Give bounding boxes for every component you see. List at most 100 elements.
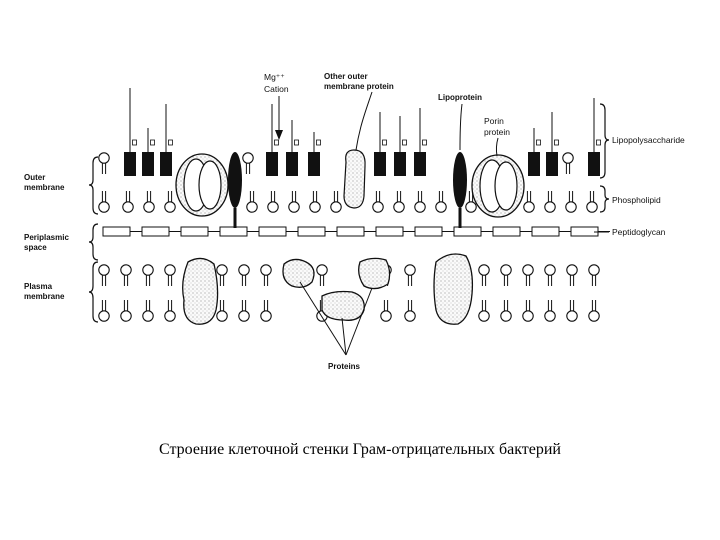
other-outer-membrane-protein-label: Other outer membrane protein xyxy=(324,72,394,91)
plasma-membrane-protein xyxy=(433,253,474,325)
lps-lipid-a xyxy=(266,152,278,176)
phospholipid-head xyxy=(478,264,490,276)
phospholipid-label: Phospholipid xyxy=(612,195,661,205)
lps-lipid-a xyxy=(414,152,426,176)
peptidoglycan-unit xyxy=(141,226,170,237)
phospholipid-head xyxy=(500,264,512,276)
proteins-pointer-3 xyxy=(345,287,373,356)
phospholipid xyxy=(565,191,577,213)
lipopolysaccharide xyxy=(124,88,137,176)
lipopolysaccharide xyxy=(546,112,559,176)
phospholipid xyxy=(267,191,279,213)
phospholipid-head xyxy=(164,310,176,322)
phospholipid-head xyxy=(120,310,132,322)
phospholipid-head xyxy=(330,201,342,213)
phospholipid xyxy=(588,300,600,322)
lps-lipid-a xyxy=(124,152,136,176)
phospholipid-head xyxy=(478,310,490,322)
phospholipid-head xyxy=(380,310,392,322)
phospholipid xyxy=(404,264,416,286)
phospholipid-head xyxy=(404,310,416,322)
phospholipid xyxy=(260,264,272,286)
phospholipid-head xyxy=(565,201,577,213)
lps-sugar xyxy=(402,139,407,146)
top-labels: Mg⁺⁺ Cation Other outer membrane protein… xyxy=(264,72,510,157)
periplasmic-space-brace xyxy=(88,223,99,261)
lps-sugar xyxy=(422,139,427,146)
phospholipid-head xyxy=(522,264,534,276)
phospholipid xyxy=(120,300,132,322)
lipopolysaccharide-group xyxy=(124,88,601,176)
lps-sugar xyxy=(294,139,299,146)
lps-sugar xyxy=(316,139,321,146)
lps-lipid-a xyxy=(546,152,558,176)
peptidoglycan-unit xyxy=(570,226,599,237)
lipoprotein-label: Lipoprotein xyxy=(438,93,482,102)
lps-sugar xyxy=(536,139,541,146)
lps-lipid-a xyxy=(160,152,172,176)
phospholipid-head xyxy=(544,264,556,276)
peptidoglycan-unit xyxy=(180,226,209,237)
phospholipid-head xyxy=(216,264,228,276)
phospholipid-head xyxy=(246,201,258,213)
phospholipid xyxy=(544,300,556,322)
phospholipid xyxy=(246,191,258,213)
lipopolysaccharide xyxy=(414,108,427,176)
phospholipid xyxy=(435,191,447,213)
phospholipid xyxy=(120,264,132,286)
lps-sugar xyxy=(168,139,173,146)
phospholipid-head xyxy=(566,264,578,276)
lps-sugar xyxy=(274,139,279,146)
phospholipid-head xyxy=(242,152,254,164)
lipoprotein-right xyxy=(453,152,467,228)
porin-protein-right xyxy=(471,154,525,218)
peptidoglycan-unit xyxy=(492,226,521,237)
phospholipid xyxy=(216,264,228,286)
phospholipid xyxy=(393,191,405,213)
lps-lipid-a xyxy=(588,152,600,176)
periplasmic-space-label: Periplasmic space xyxy=(24,233,71,252)
lipopolysaccharide xyxy=(160,104,173,176)
lipopolysaccharide xyxy=(308,132,321,176)
lipoprotein-left xyxy=(228,152,242,228)
lps-sugar xyxy=(150,139,155,146)
phospholipid xyxy=(414,191,426,213)
phospholipid-head xyxy=(142,310,154,322)
phospholipid xyxy=(478,300,490,322)
phospholipid xyxy=(216,300,228,322)
phospholipid-head xyxy=(414,201,426,213)
lipopolysaccharide xyxy=(588,98,601,176)
lipoprotein-body xyxy=(453,152,467,208)
outer-membrane-label: Outer membrane xyxy=(24,173,65,192)
phospholipid xyxy=(98,191,110,213)
phospholipid xyxy=(288,191,300,213)
mg-cation-arrowhead xyxy=(275,130,283,140)
plasma-membrane-brace xyxy=(88,261,99,323)
phospholipid xyxy=(98,300,110,322)
phospholipid-head xyxy=(98,201,110,213)
phospholipid xyxy=(500,264,512,286)
phospholipid xyxy=(544,191,556,213)
phospholipid-head xyxy=(288,201,300,213)
plasma-membrane-protein xyxy=(282,258,315,288)
left-labels: Outer membrane Periplasmic space Plasma … xyxy=(24,156,99,323)
lps-lipid-a xyxy=(286,152,298,176)
phospholipid xyxy=(164,191,176,213)
phospholipid-head xyxy=(164,201,176,213)
phospholipid-head xyxy=(588,310,600,322)
outer-membrane-brace xyxy=(88,156,99,215)
peptidoglycan-unit xyxy=(414,226,443,237)
phospholipid-head xyxy=(238,310,250,322)
phospholipid xyxy=(164,264,176,286)
phospholipid xyxy=(143,191,155,213)
phospholipid xyxy=(242,152,254,174)
phospholipid xyxy=(523,191,535,213)
phospholipid xyxy=(98,264,110,286)
phospholipid-head xyxy=(98,310,110,322)
peptidoglycan-unit xyxy=(531,226,560,237)
phospholipid xyxy=(372,191,384,213)
peptidoglycan-unit xyxy=(219,226,248,237)
lipopolysaccharide xyxy=(394,116,407,176)
